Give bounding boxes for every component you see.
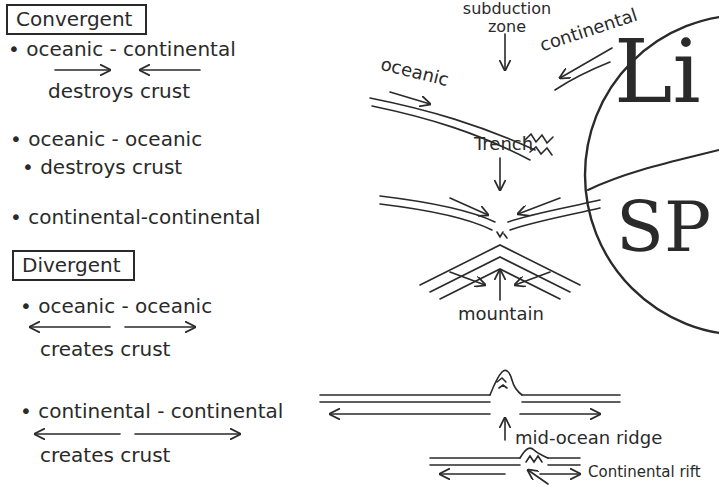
note-label: creates crust (40, 444, 170, 467)
title-letters: SP (616, 192, 711, 262)
note-label: • oceanic - continental (8, 38, 236, 61)
note-label: Continental rift (588, 464, 701, 481)
note-label: subduction zone (462, 0, 552, 37)
note-label: • continental - continental (20, 400, 283, 423)
note-label: • oceanic - oceanic (10, 128, 202, 151)
note-label: oceanic (379, 54, 451, 91)
heading-text: Convergent (16, 8, 137, 31)
note-label: • oceanic - oceanic (20, 295, 212, 318)
note-label: • destroys crust (22, 156, 182, 179)
heading-box: Convergent (6, 4, 147, 35)
note-label: creates crust (40, 338, 170, 361)
heading-text: Divergent (22, 254, 125, 277)
note-label: Trench (474, 134, 533, 155)
note-label: mid-ocean ridge (515, 428, 662, 449)
note-label: destroys crust (48, 80, 190, 103)
note-label: mountain (458, 304, 544, 325)
title-letters: Li (614, 28, 701, 116)
heading-box: Divergent (12, 250, 135, 281)
note-label: • continental-continental (10, 206, 261, 229)
